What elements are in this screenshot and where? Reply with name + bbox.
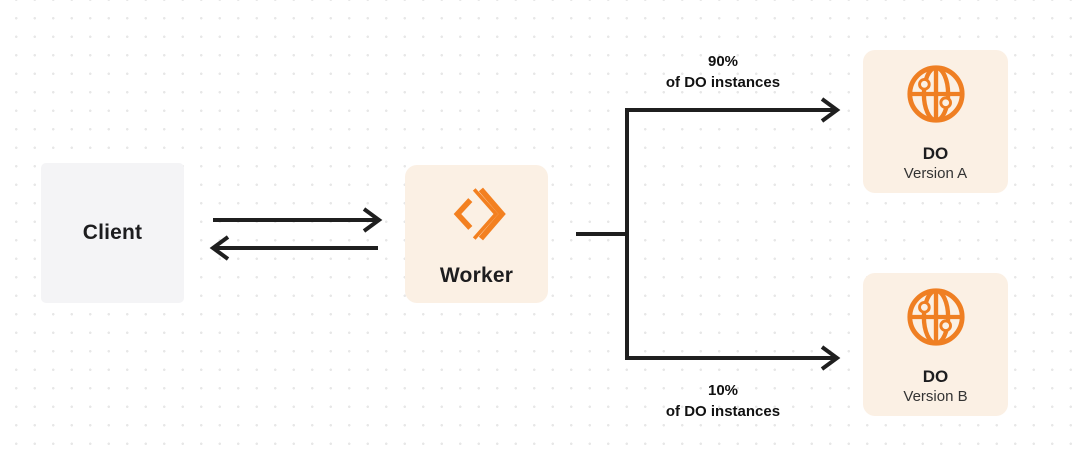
durable-object-globe-icon bbox=[905, 286, 967, 348]
arrow-worker-to-client bbox=[209, 235, 378, 261]
do-b-title: DO bbox=[922, 367, 949, 386]
do-a-subtitle: Version A bbox=[903, 165, 968, 182]
top-branch-label: 90% of DO instances bbox=[613, 51, 833, 93]
client-label: Client bbox=[82, 221, 143, 244]
do-version-a-node: DO Version A bbox=[863, 50, 1008, 193]
bottom-branch-label: 10% of DO instances bbox=[613, 380, 833, 422]
worker-node: Worker bbox=[405, 165, 548, 303]
durable-object-globe-icon bbox=[905, 63, 967, 125]
arrow-branch-to-do-a bbox=[627, 97, 841, 123]
bottom-branch-caption: of DO instances bbox=[665, 403, 781, 420]
workers-chevron-icon bbox=[448, 186, 506, 242]
top-branch-caption: of DO instances bbox=[665, 74, 781, 91]
do-version-b-node: DO Version B bbox=[863, 273, 1008, 416]
arrow-client-to-worker bbox=[213, 207, 383, 233]
arrow-branch-to-do-b bbox=[627, 345, 841, 371]
top-branch-percent: 90% bbox=[707, 53, 739, 70]
worker-label: Worker bbox=[439, 264, 514, 287]
do-b-subtitle: Version B bbox=[903, 388, 968, 405]
do-a-title: DO bbox=[922, 144, 949, 163]
bottom-branch-percent: 10% bbox=[707, 382, 739, 399]
client-node: Client bbox=[41, 163, 184, 303]
